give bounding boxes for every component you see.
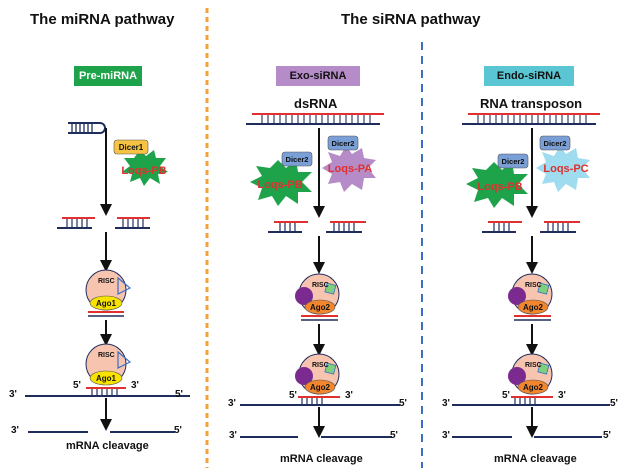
end-label: 5': [175, 389, 183, 400]
endo-column: Dicer2 Loqs-PB Dicer2 Loqs-PC RISC Ago2: [452, 113, 610, 438]
end-label: 5': [289, 390, 297, 401]
dsrna-label: dsRNA: [294, 96, 338, 111]
svg-text:RISC: RISC: [525, 282, 542, 289]
loqs-pb-star: [122, 150, 168, 186]
end-label: 5': [502, 390, 510, 401]
loqs-pb-star: [250, 160, 312, 206]
loqs-pb-label: Loqs-PB: [477, 181, 522, 193]
loqs-pa-label: Loqs-PA: [328, 163, 372, 175]
loqs-pc-label: Loqs-PC: [543, 163, 588, 175]
svg-text:RISC: RISC: [312, 362, 329, 369]
pre-mirna-box: Pre-miRNA: [74, 66, 142, 86]
end-label: 3': [345, 390, 353, 401]
dicer2-shape: [497, 153, 529, 169]
pre-mirna-hairpin: [68, 122, 106, 134]
mrna-cleavage-label: mRNA cleavage: [494, 453, 577, 465]
end-label: 3': [131, 380, 139, 391]
sirna-duplex: [482, 221, 580, 233]
svg-text:Ago2: Ago2: [523, 303, 544, 312]
end-label: 3': [558, 390, 566, 401]
sirna-duplex: [57, 217, 150, 229]
dicer2-shape: [281, 151, 313, 167]
dicer2-label: Dicer2: [502, 157, 525, 166]
end-label: 5': [73, 380, 81, 391]
end-label: 3': [228, 398, 236, 409]
exo-sirna-box: Exo-siRNA: [276, 66, 360, 86]
dicer2-label: Dicer2: [544, 139, 567, 148]
dicer2-shape: [539, 135, 571, 151]
end-label: 3': [11, 425, 19, 436]
dicer2-shape: [327, 135, 359, 151]
mrna-cleavage-label: mRNA cleavage: [66, 440, 149, 452]
end-label: 5': [399, 398, 407, 409]
svg-text:Ago1: Ago1: [96, 374, 117, 383]
risc-ago2-on-mrna: RISC Ago2: [295, 353, 340, 404]
end-label: 3': [229, 430, 237, 441]
risc-ago1-on-mrna: RISC Ago1: [85, 343, 132, 395]
loqs-pc-star: [536, 146, 590, 192]
endo-sirna-box: Endo-siRNA: [484, 66, 574, 86]
svg-text:Ago2: Ago2: [310, 383, 331, 392]
exo-column: Dicer2 Loqs-PB Dicer2 Loqs-PA RISC Ago2: [240, 113, 400, 438]
risc-ago2-complex: RISC Ago2: [508, 273, 553, 321]
dicer1-label: Dicer1: [119, 143, 144, 152]
dicer2-label: Dicer2: [332, 139, 355, 148]
risc-ago2-on-mrna: RISC Ago2: [508, 353, 553, 404]
end-label: 5': [603, 430, 611, 441]
rna-transposon-label: RNA transposon: [480, 96, 583, 111]
loqs-pb-label: Loqs-PB: [257, 179, 302, 191]
dicer1-shape: [113, 139, 149, 155]
risc-ago2-complex: RISC Ago2: [295, 273, 340, 321]
sirna-pathway-title: The siRNA pathway: [341, 11, 481, 28]
end-label: 3': [442, 430, 450, 441]
loqs-pb-star: [466, 162, 528, 208]
svg-text:Ago2: Ago2: [310, 303, 331, 312]
end-label: 5': [610, 398, 618, 409]
svg-text:RISC: RISC: [525, 362, 542, 369]
sirna-duplex: [268, 221, 366, 233]
end-label: 3': [9, 389, 17, 400]
mirna-pathway-title: The miRNA pathway: [30, 11, 175, 28]
svg-text:RISC: RISC: [312, 282, 329, 289]
end-label: 5': [390, 430, 398, 441]
dicer2-label: Dicer2: [286, 155, 309, 164]
mirna-column: Dicer1 Loqs-PB RISC Ago1 RI: [25, 122, 190, 433]
svg-text:Ago2: Ago2: [523, 383, 544, 392]
svg-text:Ago1: Ago1: [96, 299, 117, 308]
end-label: 5': [174, 425, 182, 436]
loqs-pa-star: [322, 146, 376, 192]
end-label: 3': [442, 398, 450, 409]
svg-text:RISC: RISC: [98, 278, 115, 285]
svg-text:RISC: RISC: [98, 352, 115, 359]
mrna-cleavage-label: mRNA cleavage: [280, 453, 363, 465]
risc-ago1-complex: RISC Ago1: [85, 269, 132, 317]
loqs-pb-label: Loqs-PB: [121, 165, 166, 177]
